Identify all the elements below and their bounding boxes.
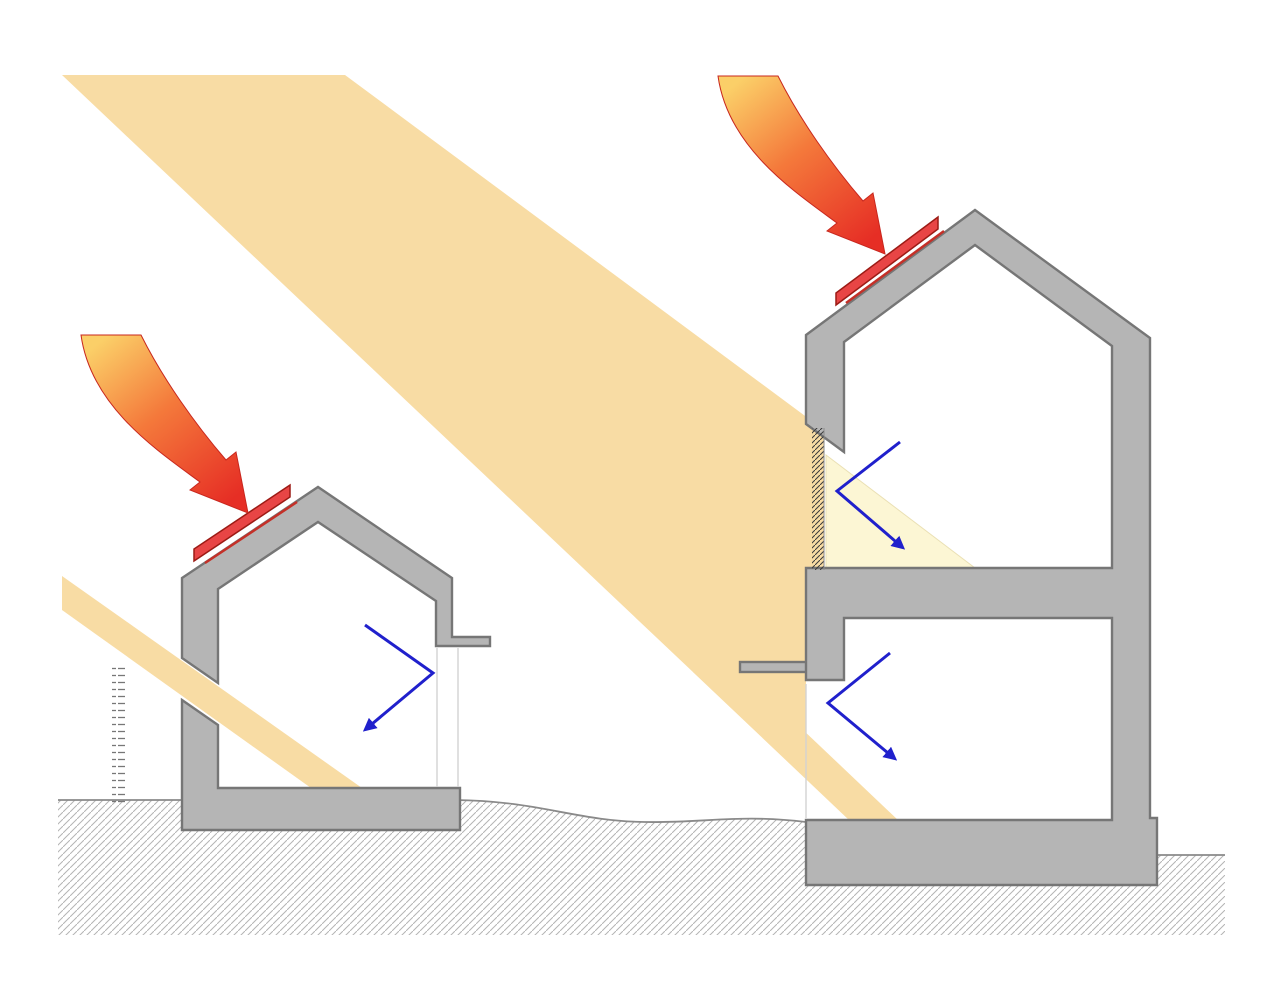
vent-hatch-ticks bbox=[812, 428, 824, 570]
reflection-arrows bbox=[362, 440, 906, 761]
right-house-structure bbox=[804, 208, 1159, 887]
heat-arrow-left bbox=[80, 334, 249, 514]
sun-beams bbox=[62, 75, 977, 821]
left-collector-mount-line bbox=[204, 500, 298, 565]
reflection-arrow-right-house-lower bbox=[825, 651, 898, 761]
left-measure-ticks bbox=[112, 666, 125, 806]
main-sun-beam bbox=[62, 75, 824, 779]
right-house bbox=[804, 208, 1159, 887]
interior-light-spread bbox=[825, 453, 977, 569]
lower-room-sun-beam bbox=[693, 672, 899, 821]
left-house bbox=[180, 483, 492, 832]
reflection-arrow-right-house-upper bbox=[834, 440, 906, 550]
right-house-shading-ledge bbox=[738, 660, 810, 674]
left-roof-collector bbox=[193, 483, 291, 563]
upper-window-vent-hatch bbox=[812, 428, 825, 570]
right-roof-collector bbox=[835, 215, 939, 307]
reflection-arrow-left-house bbox=[362, 623, 436, 732]
left-house-roof-and-walls bbox=[180, 485, 492, 686]
left-house-lower-wall-and-slab bbox=[180, 697, 462, 832]
ground-hatch-fill bbox=[58, 800, 1225, 935]
ground-line-middle-wavy bbox=[454, 799, 807, 823]
heat-arrow-right bbox=[717, 75, 886, 255]
right-collector-mount-line bbox=[845, 229, 945, 305]
low-sun-beam bbox=[62, 576, 362, 788]
